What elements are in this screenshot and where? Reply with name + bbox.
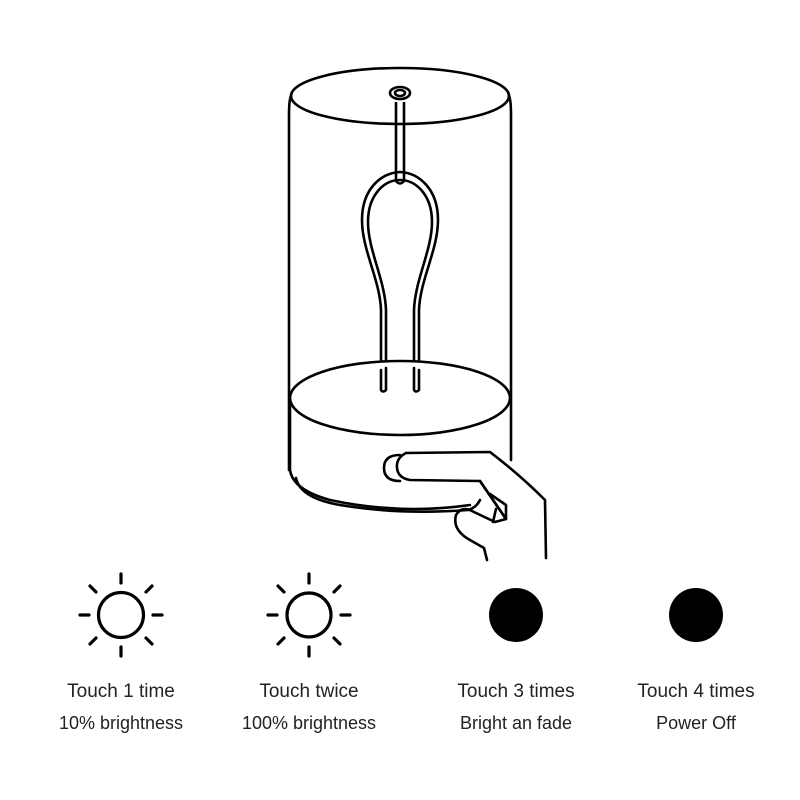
mode-title: Touch 1 time — [67, 681, 175, 702]
lamp-base — [288, 359, 512, 513]
hand-touching-button — [382, 450, 548, 562]
mode-title: Touch 3 times — [457, 681, 575, 702]
touch-mode-3-times: Touch 3 times Bright an fade — [421, 570, 611, 735]
mode-description: Bright an fade — [459, 713, 573, 733]
sun-outline-icon — [266, 572, 352, 658]
filled-circle-icon — [669, 588, 723, 642]
mode-description: Power Off — [656, 713, 736, 733]
filled-circle-icon — [489, 588, 543, 642]
mode-title: Touch 4 times — [637, 681, 755, 702]
glass-shade — [287, 66, 513, 472]
sun-outline-icon — [78, 572, 164, 658]
touch-mode-4-times: Touch 4 times Power Off — [601, 570, 791, 735]
filament — [360, 170, 440, 393]
mode-description: 10% brightness — [58, 713, 184, 733]
mode-title: Touch twice — [259, 681, 359, 702]
lamp-illustration — [287, 66, 548, 562]
touch-mode-1-time: Touch 1 time 10% brightness — [26, 570, 216, 735]
mode-description: 100% brightness — [241, 713, 377, 733]
touch-mode-twice: Touch twice 100% brightness — [214, 570, 404, 735]
filament-hanger — [388, 85, 412, 185]
